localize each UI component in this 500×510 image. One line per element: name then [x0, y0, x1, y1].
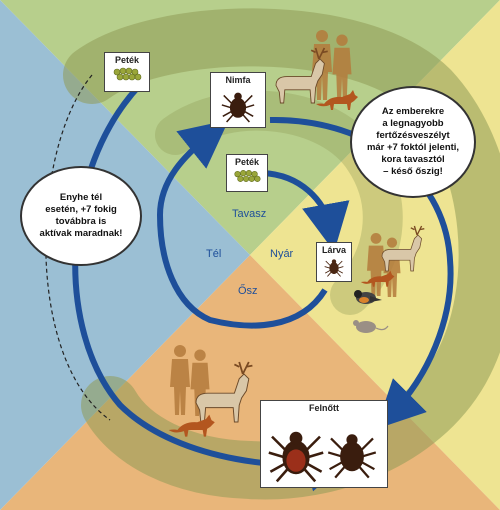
arrow-larva-to-nymph: [156, 120, 328, 329]
tick-icon: [267, 431, 377, 483]
season-label-spring: Tavasz: [232, 208, 267, 220]
habitat-band: [63, 8, 500, 500]
season-label-winter: Tél: [206, 248, 222, 260]
season-label-summer: Nyár: [270, 248, 294, 260]
note-winter-activity: Enyhe tél esetén, +7 fokig továbbra is a…: [20, 166, 142, 266]
card-adult-label: Felnőtt: [309, 403, 339, 413]
arrow-eggs-to-larva: [262, 170, 350, 252]
card-eggs-top-label: Peték: [114, 55, 140, 65]
card-larva: Lárva: [316, 242, 352, 282]
card-eggs-center-label: Peték: [234, 157, 260, 167]
arrow-nymph-to-adult: [269, 116, 454, 429]
card-eggs-top: Peték: [104, 52, 150, 92]
egg-cluster-icon: [113, 67, 142, 81]
tick-icon: [221, 92, 255, 123]
tick-icon: [324, 259, 344, 277]
card-eggs-center: Peték: [226, 154, 268, 192]
egg-cluster-icon: [234, 170, 261, 182]
winter-dormancy-arc: [45, 74, 111, 421]
note-infection-risk: Az emberekre a legnagyobb fertőzésveszél…: [350, 86, 476, 198]
card-nymph-label: Nimfa: [225, 75, 251, 85]
card-larva-label: Lárva: [321, 245, 347, 255]
winter-quadrant: [0, 0, 250, 510]
card-adult: Felnőtt: [260, 400, 388, 488]
mouse-icon: [353, 320, 389, 333]
card-nymph: Nimfa: [210, 72, 266, 128]
season-label-autumn: Ősz: [238, 285, 258, 297]
bird-icon: [354, 290, 382, 304]
